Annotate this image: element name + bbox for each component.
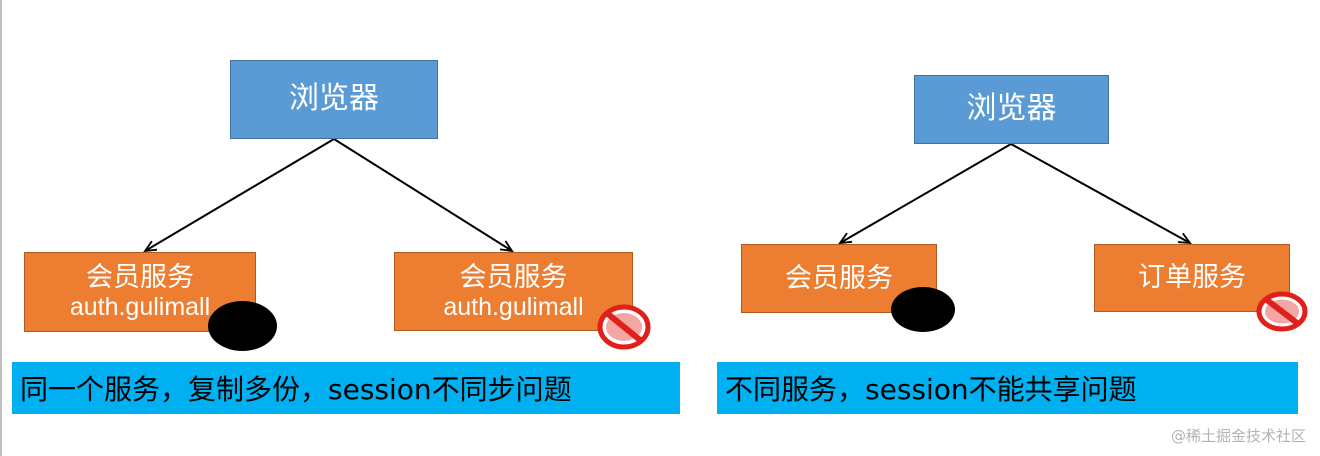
left-browser-label: 浏览器: [289, 81, 379, 117]
arrow-left-browser-to-service-b: [333, 138, 512, 251]
right-caption-text: 不同服务，session不能共享问题: [725, 373, 1137, 406]
right-no-entry-icon: [1256, 291, 1308, 332]
arrow-right-browser-to-service-a: [840, 143, 1012, 243]
left-caption-bar: 同一个服务，复制多份，session不同步问题: [12, 362, 680, 414]
watermark-text: @稀土掘金技术社区: [1170, 427, 1306, 445]
right-caption-bar: 不同服务，session不能共享问题: [717, 362, 1298, 414]
left-session-blob: [208, 301, 277, 351]
right-service-b-name: 订单服务: [1138, 262, 1246, 294]
arrow-right-browser-to-service-b: [1010, 143, 1190, 243]
right-browser-box: 浏览器: [914, 75, 1109, 144]
left-caption-text: 同一个服务，复制多份，session不同步问题: [20, 373, 572, 406]
left-service-b-name: 会员服务: [459, 261, 568, 293]
right-session-blob: [891, 287, 955, 332]
left-service-a-box: 会员服务 auth.gulimall: [24, 252, 256, 332]
right-service-b-box: 订单服务: [1094, 244, 1290, 312]
left-service-a-name: 会员服务: [86, 262, 194, 294]
arrow-left-browser-to-service-a: [145, 138, 335, 251]
left-browser-box: 浏览器: [230, 60, 438, 139]
left-service-b-domain: auth.gulimall: [443, 292, 584, 321]
page-left-border: [0, 0, 2, 456]
right-service-a-name: 会员服务: [785, 262, 893, 294]
left-service-a-domain: auth.gulimall: [69, 293, 211, 322]
right-browser-label: 浏览器: [966, 91, 1057, 127]
left-service-b-box: 会员服务 auth.gulimall: [394, 252, 633, 331]
left-no-entry-icon: [597, 304, 651, 350]
